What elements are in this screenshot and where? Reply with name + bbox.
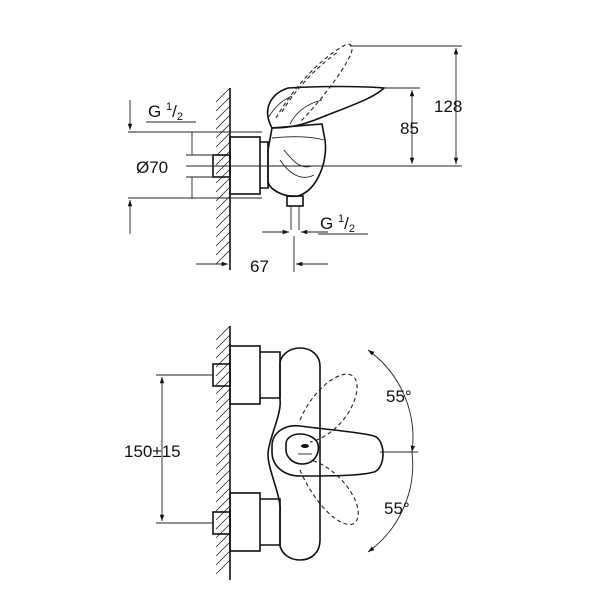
wall-hatch-line bbox=[215, 406, 231, 422]
wall-hatch-line bbox=[215, 150, 231, 166]
height-128-dimension: 128 bbox=[350, 45, 462, 164]
angle-down-label: 55° bbox=[384, 499, 410, 518]
wall-hatch-line bbox=[215, 442, 231, 458]
wall-hatch-line bbox=[215, 87, 231, 103]
wall-hatch-line bbox=[215, 424, 231, 440]
wall-hatch-line bbox=[215, 325, 231, 341]
centers-label: 150±15 bbox=[124, 442, 181, 461]
inlet-connection bbox=[212, 136, 269, 195]
wall-hatch-line bbox=[215, 514, 231, 530]
wall-hatch-line bbox=[215, 505, 231, 521]
side-view: G 1/2 Ø70 85 128 G 1/2 67 bbox=[127, 43, 462, 276]
height-85-dimension: 85 bbox=[384, 87, 420, 164]
wall-hatch-line bbox=[215, 370, 231, 386]
wall-hatch-line bbox=[215, 186, 231, 202]
wall-hatch-line bbox=[215, 159, 231, 175]
height-128-label: 128 bbox=[434, 97, 462, 116]
outlet-thread-dimension: G 1/2 bbox=[262, 213, 368, 235]
wall-hatch-line bbox=[215, 487, 231, 503]
outlet-thread-label: G 1/2 bbox=[320, 213, 355, 235]
wall-hatch-line bbox=[215, 559, 231, 575]
wall-hatch-line bbox=[215, 123, 231, 139]
wall-hatch-line bbox=[215, 415, 231, 431]
hot-cold-indicator-icon bbox=[301, 444, 309, 448]
wall-hatch-line bbox=[215, 379, 231, 395]
wall-hatch-line bbox=[215, 222, 231, 238]
wall-hatch-line bbox=[215, 397, 231, 413]
diameter-label: Ø70 bbox=[136, 158, 168, 177]
wall-hatch-line bbox=[215, 204, 231, 220]
wall-hatch-line bbox=[215, 132, 231, 148]
centers-dimension: 150±15 bbox=[124, 374, 213, 524]
front-view: 55° 55° 150±15 bbox=[124, 325, 418, 580]
wall-hatch-line bbox=[215, 240, 231, 256]
wall-hatch-line bbox=[215, 532, 231, 548]
lever-positions-dashed bbox=[299, 373, 359, 526]
wall-hatch-line bbox=[215, 343, 231, 359]
wall-hatch-line bbox=[215, 496, 231, 512]
wall-hatch-line bbox=[215, 334, 231, 350]
wall-hatch-line bbox=[215, 213, 231, 229]
mixer-body-front bbox=[267, 347, 321, 561]
wall-hatch-line bbox=[215, 523, 231, 539]
depth-67-dimension: 67 bbox=[196, 236, 328, 276]
wall-hatch-line bbox=[215, 550, 231, 566]
inlet-thread-dimension: G 1/2 bbox=[127, 100, 262, 234]
wall-hatch-line bbox=[215, 433, 231, 449]
wall-hatch-line bbox=[215, 114, 231, 130]
wall-hatch-line bbox=[215, 478, 231, 494]
angle-up-label: 55° bbox=[386, 387, 412, 406]
wall-hatch-line bbox=[215, 168, 231, 184]
wall-hatch-line bbox=[215, 469, 231, 485]
wall-hatch-line bbox=[215, 249, 231, 265]
inlet-thread-label: G 1/2 bbox=[148, 101, 183, 123]
wall-hatch-line bbox=[215, 388, 231, 404]
depth-67-label: 67 bbox=[250, 257, 269, 276]
angle-dimensions: 55° 55° bbox=[367, 349, 418, 553]
wall-hatch-line bbox=[215, 460, 231, 476]
wall-hatch-line bbox=[215, 177, 231, 193]
wall-hatch-line bbox=[215, 96, 231, 112]
upper-inlet bbox=[212, 345, 281, 405]
wall-hatch-line bbox=[215, 141, 231, 157]
wall-hatch-line bbox=[215, 451, 231, 467]
wall-hatch-line bbox=[215, 105, 231, 121]
wall-hatch-line bbox=[215, 541, 231, 557]
height-85-label: 85 bbox=[400, 119, 419, 138]
wall-hatch-line bbox=[215, 352, 231, 368]
mixer-body-side bbox=[267, 123, 327, 230]
lever-front bbox=[271, 424, 384, 477]
wall-hatch-line bbox=[215, 231, 231, 247]
wall-side bbox=[215, 87, 231, 270]
